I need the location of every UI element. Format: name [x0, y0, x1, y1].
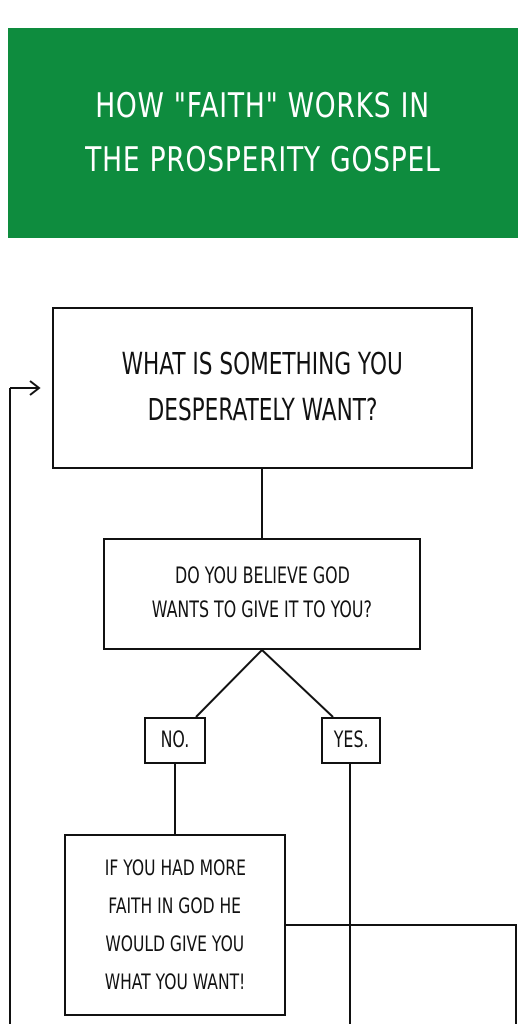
more-faith-line-3: WOULD GIVE YOU — [105, 932, 245, 956]
answer-no-label: NO. — [160, 728, 190, 753]
connector-believe-to-yes — [261, 649, 334, 718]
more-faith-line-4: WHAT YOU WANT! — [104, 970, 246, 994]
title-banner: HOW "FAITH" WORKS IN THE PROSPERITY GOSP… — [8, 28, 518, 238]
title-line-1: HOW "FAITH" WORKS IN — [95, 86, 431, 126]
question-believe-line-2: WANTS TO GIVE IT TO YOU? — [151, 598, 373, 623]
question-want-line-2: DESPERATELY WANT? — [147, 393, 378, 428]
loop-back-arrow-head-icon — [29, 380, 41, 396]
more-faith-box: IF YOU HAD MORE FAITH IN GOD HE WOULD GI… — [64, 834, 286, 1016]
answer-yes-box: YES. — [321, 717, 381, 764]
answer-no-box: NO. — [144, 717, 206, 764]
more-faith-line-1: IF YOU HAD MORE — [104, 856, 246, 880]
question-want-box: WHAT IS SOMETHING YOU DESPERATELY WANT? — [52, 307, 473, 469]
title-line-2: THE PROSPERITY GOSPEL — [85, 140, 441, 180]
connector-believe-to-no — [195, 649, 263, 718]
answer-yes-label: YES. — [333, 728, 369, 753]
question-want-line-1: WHAT IS SOMETHING YOU — [121, 347, 404, 382]
question-believe-line-1: DO YOU BELIEVE GOD — [174, 564, 350, 589]
question-believe-box: DO YOU BELIEVE GOD WANTS TO GIVE IT TO Y… — [103, 538, 421, 650]
more-faith-line-2: FAITH IN GOD HE — [108, 894, 242, 918]
connector-faith-right — [286, 924, 517, 1024]
